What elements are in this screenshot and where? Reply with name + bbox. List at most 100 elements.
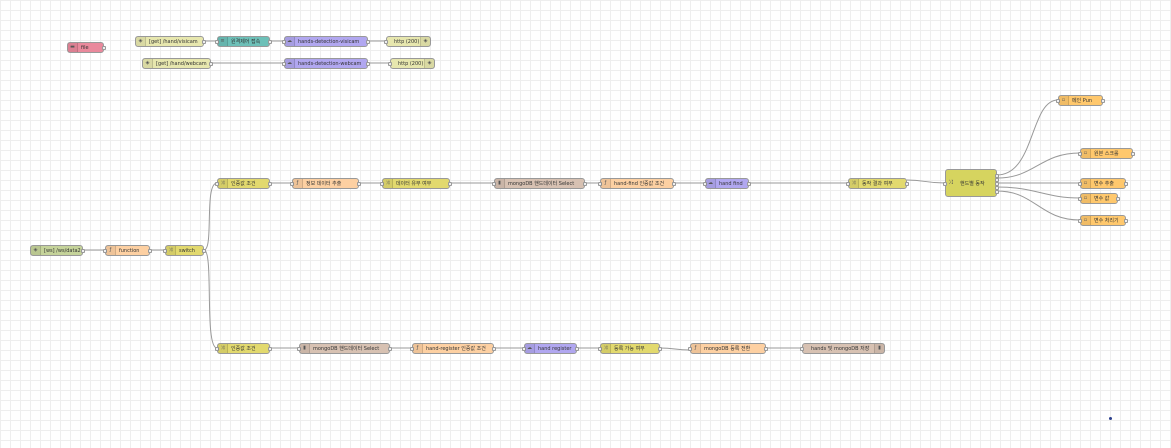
api-node-visicam[interactable]: ☁ hands-detection-visicam [282,36,370,47]
output-port[interactable] [764,346,768,351]
input-port[interactable] [388,61,392,66]
output-port[interactable] [995,186,999,190]
output-port[interactable] [366,39,370,44]
mongodb-node-select-2[interactable]: ▮ mongoDB 핸드데이터 Select [297,343,392,354]
api-node-webcam[interactable]: ☁ hands-detection-webcam [282,58,370,69]
api-node-handfind[interactable]: ☁ hand find [703,178,751,189]
output-port[interactable] [357,181,361,186]
input-port[interactable] [598,181,602,186]
output-port[interactable] [268,39,272,44]
switch-node-result[interactable]: ⤨ 동작 결과 여부 [846,178,909,189]
ui-node-out-5[interactable]: ▫ 변수 처리기 [1078,215,1128,226]
output-port[interactable] [1131,151,1135,156]
template-node-remote[interactable]: ≡ 원격제어 접속 [215,36,272,47]
switch-node-hand-control[interactable]: ⤨ 핸드별 동작 [943,169,999,197]
input-port[interactable] [215,346,219,351]
output-port[interactable] [448,181,452,186]
output-port[interactable] [81,248,85,253]
input-port[interactable] [1078,218,1082,223]
input-port[interactable] [598,346,602,351]
canvas-navigator-dot[interactable] [1109,417,1112,420]
output-port[interactable] [747,181,751,186]
http-in-node-webcam[interactable]: ◈ [get] /hand/webcam [142,58,213,69]
switch-icon: ⤨ [849,179,859,188]
input-port[interactable] [290,181,294,186]
ui-node-out-4[interactable]: ▫ 변수 값 [1078,193,1120,204]
output-port[interactable] [995,190,999,194]
output-port[interactable] [1116,196,1120,201]
output-port[interactable] [1124,181,1128,186]
input-port[interactable] [1078,196,1082,201]
http-in-node-visicam[interactable]: ◈ [get] /hand/visicam [135,36,206,47]
output-port[interactable] [148,248,152,253]
mongodb-node-select-1[interactable]: ▮ mongoDB 핸드데이터 Select [492,178,587,189]
input-port[interactable] [846,181,850,186]
input-port[interactable] [380,181,384,186]
ui-node-out-3[interactable]: ▫ 변수 추출 [1078,178,1128,189]
input-port[interactable] [522,346,526,351]
input-port[interactable] [492,181,496,186]
output-port[interactable] [492,346,496,351]
database-icon: ▮ [495,179,505,188]
input-port[interactable] [282,39,286,44]
output-port[interactable] [575,346,579,351]
input-port[interactable] [1078,151,1082,156]
output-port[interactable] [995,174,999,178]
input-port[interactable] [215,39,219,44]
input-port[interactable] [688,346,692,351]
input-port[interactable] [1078,181,1082,186]
output-port[interactable] [366,61,370,66]
wire [659,347,691,351]
function-node[interactable]: ƒ function [103,245,152,256]
input-port[interactable] [282,61,286,66]
http-response-node-1[interactable]: http (200) ◈ [384,36,431,47]
input-port[interactable] [410,346,414,351]
inject-node-file[interactable]: ▬ file [67,42,106,53]
output-port[interactable] [209,61,213,66]
input-port[interactable] [215,181,219,186]
switch-node-auth-bottom[interactable]: ⤨ 인증값 조건 [215,343,272,354]
input-port[interactable] [103,248,107,253]
output-port[interactable] [268,181,272,186]
switch-node-register[interactable]: ⤨ 등록 가능 여부 [598,343,662,354]
output-port[interactable] [1101,98,1105,103]
output-port[interactable] [905,181,909,186]
function-node-extract[interactable]: ƒ 정보 데이터 추출 [290,178,361,189]
output-port[interactable] [1124,218,1128,223]
output-port[interactable] [102,45,106,50]
ui-node-out-2[interactable]: ▫ 원본 스크롤 [1078,148,1135,159]
input-port[interactable] [943,182,947,186]
output-port[interactable] [202,248,206,253]
switch-node-auth-top[interactable]: ⤨ 인증값 조건 [215,178,272,189]
websocket-in-node[interactable]: ◈ [ws] /ws/data2 [30,245,85,256]
function-node-handregister[interactable]: ƒ hand-register 인증값 조건 [410,343,496,354]
input-port[interactable] [163,248,167,253]
wire [996,186,1081,199]
output-port[interactable] [583,181,587,186]
function-node-handfind[interactable]: ƒ hand-find 인증값 조건 [598,178,676,189]
input-port[interactable] [1056,98,1060,103]
mongodb-node-save[interactable]: hands 및 mongoDB 저장 ▮ [800,343,885,354]
input-port[interactable] [703,181,707,186]
wire [906,179,946,184]
output-port[interactable] [388,346,392,351]
output-port[interactable] [202,39,206,44]
input-port[interactable] [384,39,388,44]
output-port[interactable] [995,178,999,182]
switch-icon: ⤨ [218,344,228,353]
switch-node-data-exists[interactable]: ⤨ 데이터 유무 여부 [380,178,452,189]
api-node-handregister[interactable]: ☁ hand register [522,343,579,354]
function-node-mongo-register[interactable]: ƒ mongoDB 등록 전환 [688,343,768,354]
output-port[interactable] [672,181,676,186]
input-port[interactable] [800,346,804,351]
ui-node-out-1[interactable]: ▫ 메인 Pun [1056,95,1105,106]
wire [996,152,1081,179]
http-response-node-2[interactable]: http (200) ◈ [388,58,435,69]
output-port[interactable] [268,346,272,351]
output-port[interactable] [995,182,999,186]
switch-node[interactable]: ⤨ switch [163,245,206,256]
switch-icon: ⤨ [218,179,228,188]
input-port[interactable] [297,346,301,351]
output-port[interactable] [658,346,662,351]
